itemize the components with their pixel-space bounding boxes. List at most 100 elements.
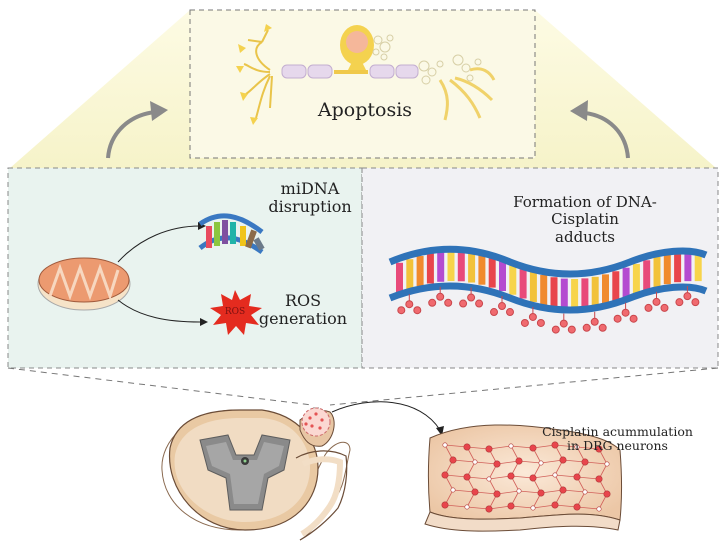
dna-base-pair [581,278,589,309]
drg-network-link [562,489,586,493]
cisplatin-particle [574,444,580,450]
mitochondrion-icon [37,257,131,311]
midna-disruption-label: miDNA disruption [262,179,358,217]
dna-base-pair [674,252,682,283]
cisplatin-molecule [652,297,661,306]
cisplatin-molecule [590,317,599,326]
drg-network-link [496,460,520,465]
cisplatin-molecule [621,308,630,317]
cisplatin-molecule [691,298,700,307]
dna-base-pair [612,271,620,302]
dna-base-pair [643,260,651,291]
cisplatin-molecule [629,314,638,323]
drg-network-link [576,506,600,510]
cisplatin-molecule [475,299,484,308]
dna-base-pair [529,271,537,302]
cisplatin-particle [493,490,501,498]
drg-network-link [444,474,468,478]
spinal-cord-illustration [161,407,351,541]
ros-line-1: ROS [284,291,322,310]
apoptosis-box [189,9,536,159]
drg-network-link [532,504,556,509]
drg-network-link [474,461,498,465]
midna-line-1: miDNA [280,179,340,198]
cisplatin-molecule [397,306,406,315]
cisplatin-particle [515,457,523,465]
cisplatin-molecule [613,314,622,323]
drg-network-link [488,505,512,510]
cisplatin-particle [486,476,492,482]
zoom-lines [7,367,719,409]
apoptotic-neuron-illustration [236,24,496,125]
cisplatin-molecule [559,319,568,328]
cisplatin-molecule [467,293,476,302]
cisplatin-particle [493,460,501,468]
adducts-line-2: adducts [555,227,615,246]
drg-network-link [554,504,578,508]
cisplatin-particle [551,501,559,509]
cisplatin-particle [573,473,581,481]
adducts-line-1: Formation of DNA-Cisplatin [513,193,657,229]
cisplatin-molecule [528,312,537,321]
dna-base-pair [663,254,671,285]
cisplatin-particle [485,505,493,513]
drg-network-link [510,445,534,449]
arrows-to-apoptosis [106,110,630,159]
cisplatin-molecule [428,298,437,307]
cis-line-1: Cisplatin acummulation [542,424,693,439]
drg-network-link [510,475,534,479]
cisplatin-molecule [683,292,692,301]
apoptosis-label: Apoptosis [317,99,413,121]
drg-network-link [452,489,476,493]
midna-line-2: disruption [268,197,352,217]
ros-badge-label: ROS [224,307,246,317]
drg-network-link [518,490,542,494]
ros-burst-icon [210,290,262,335]
cisplatin-molecule [436,292,445,301]
cisplatin-molecule [536,318,545,327]
cisplatin-particle [463,443,471,451]
cisplatin-molecule [675,298,684,307]
drg-network-link [576,446,600,450]
dna-base-pair [406,259,414,290]
cisplatin-particle [471,488,479,496]
cisplatin-molecule [498,302,506,311]
cisplatin-particle [581,458,589,466]
cisplatin-particle [472,459,478,465]
drg-network-link [554,444,578,448]
dna-base-pair [653,256,661,287]
cisplatin-particle [442,442,448,448]
cisplatin-molecule [598,323,607,332]
cisplatin-molecule [660,303,669,312]
dna-base-pair [426,253,434,284]
drg-network-link [540,489,564,494]
dna-base-pair [571,278,579,309]
drg-network-link [554,474,578,478]
drg-network-link [466,506,490,510]
cisplatin-particle [464,504,470,510]
cisplatin-particle [450,487,456,493]
cisplatin-molecule [459,299,468,308]
cisplatin-particle [516,488,522,494]
cisplatin-molecule [444,298,453,307]
drg-network-link [540,459,564,464]
drg-network-link [466,476,490,480]
cisplatin-particle [573,503,581,511]
dna-adducts-label: Formation of DNA-Cisplatin adducts [485,193,685,246]
dna-base-pair [591,276,599,307]
dna-base-pair [488,257,496,288]
cisplatin-molecule [551,325,560,334]
cisplatin-accumulation-label: Cisplatin acummulation in DRG neurons [535,424,700,454]
ros-line-2: generation [258,309,348,329]
cisplatin-molecule [405,300,414,309]
dna-base-pair [632,263,640,294]
drg-network-link [466,446,490,450]
cisplatin-particle [595,475,603,483]
broken-dna-icon [198,213,265,255]
cisplatin-molecule [413,306,422,315]
myelin-sheath [281,64,419,79]
dna-base-pair [519,268,527,299]
drg-network-link [518,460,542,464]
cisplatin-particle [530,505,536,511]
